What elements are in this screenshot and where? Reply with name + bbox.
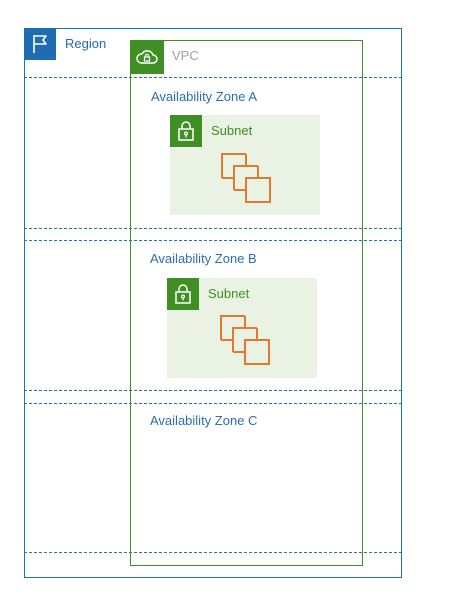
cloud-lock-icon xyxy=(136,50,158,64)
zone-c-label: Availability Zone C xyxy=(150,413,258,428)
lock-icon xyxy=(175,284,191,304)
vpc-container xyxy=(130,40,363,566)
instances-icon xyxy=(220,315,270,365)
zone-a-top-border xyxy=(24,77,402,78)
subnet-a-label: Subnet xyxy=(211,123,253,138)
region-label: Region xyxy=(65,36,107,51)
zone-b-bottom-border xyxy=(24,390,402,391)
zone-b-top-border xyxy=(24,240,402,241)
zone-a-label: Availability Zone A xyxy=(151,89,257,104)
zone-c-bottom-border xyxy=(24,552,402,553)
zone-b-label: Availability Zone B xyxy=(150,251,257,266)
subnet-b-badge xyxy=(167,278,199,310)
zone-c-top-border xyxy=(24,403,402,404)
region-badge xyxy=(24,28,56,60)
lock-icon xyxy=(178,121,194,141)
subnet-a-badge xyxy=(170,115,202,147)
region-container xyxy=(24,28,402,578)
zone-a-bottom-border xyxy=(24,228,402,229)
flag-icon xyxy=(33,35,47,53)
subnet-b-label: Subnet xyxy=(208,286,250,301)
vpc-badge xyxy=(130,40,164,74)
vpc-label: VPC xyxy=(172,48,199,63)
instances-icon xyxy=(221,153,271,203)
